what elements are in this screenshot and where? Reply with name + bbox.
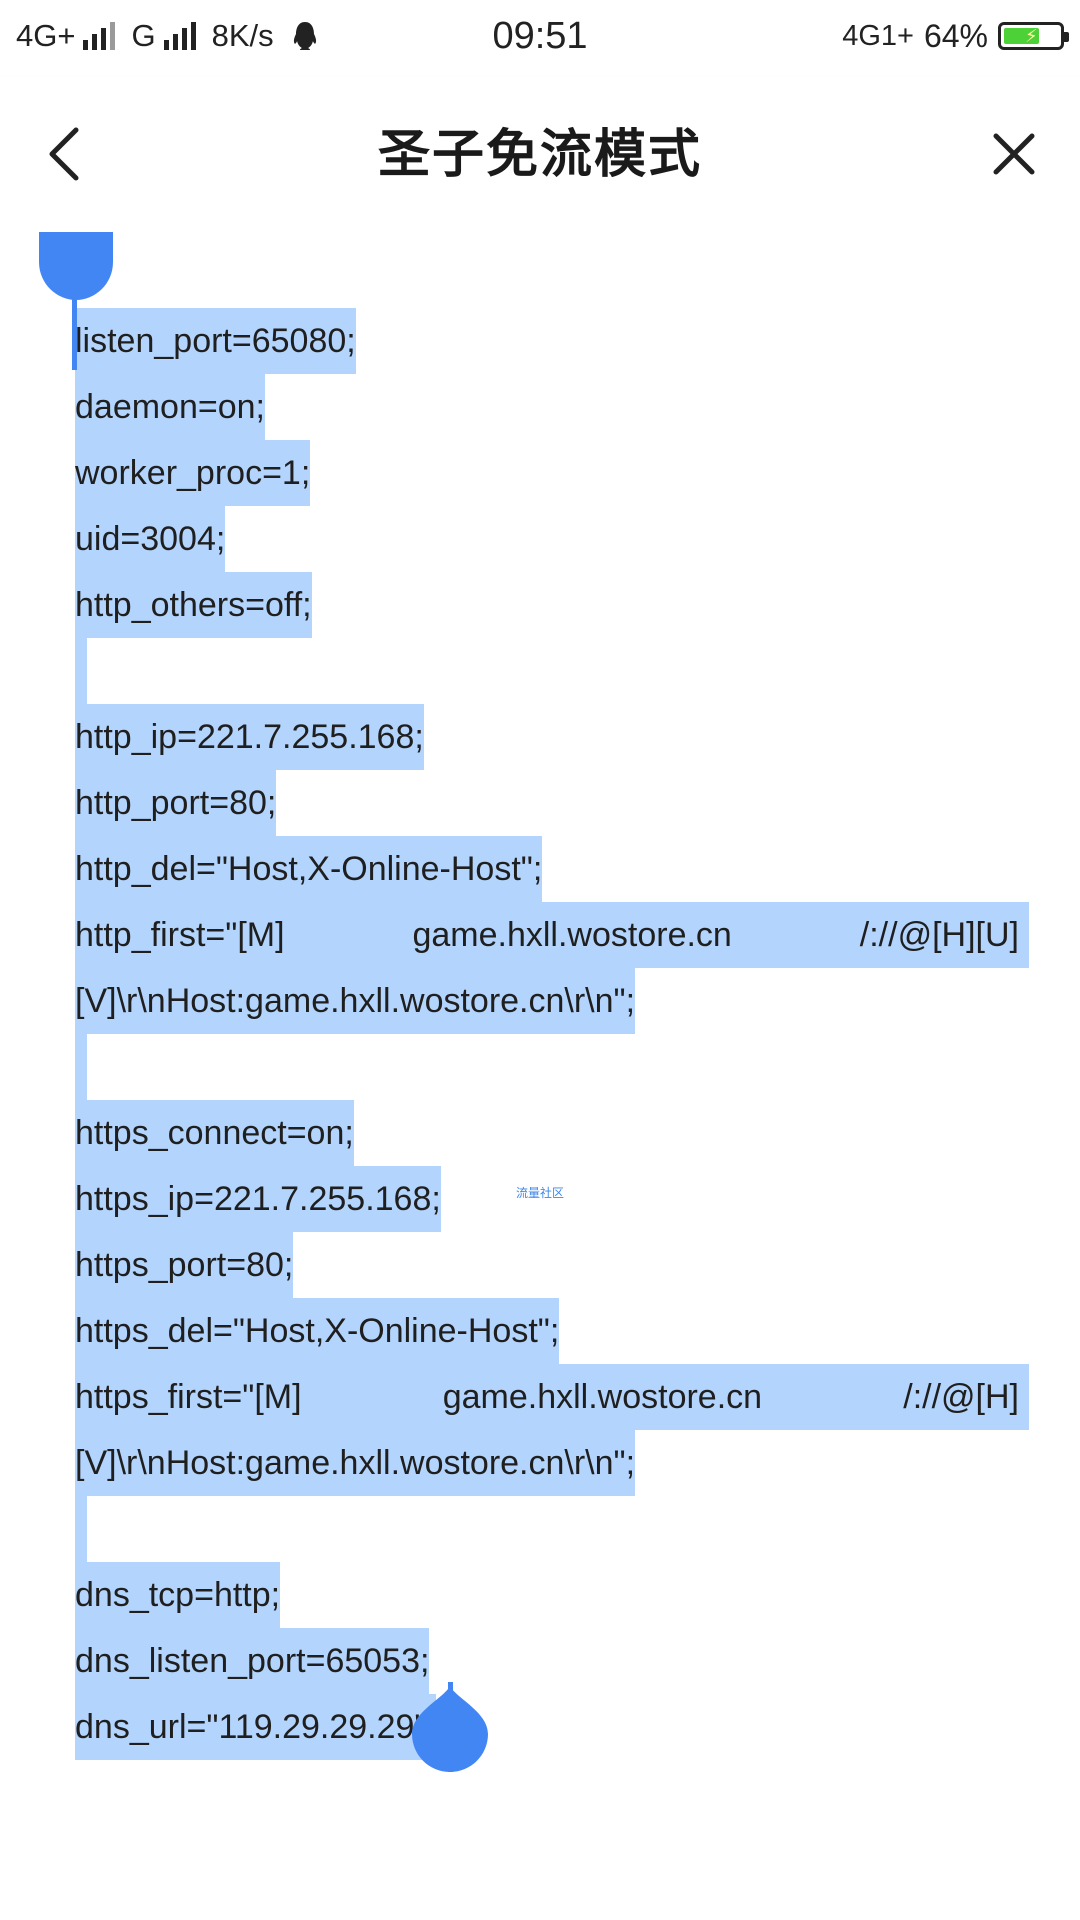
- text-line: uid=3004;: [75, 506, 226, 572]
- text-line: http_first="[M] game.hxll.wostore.cn /://@…: [75, 902, 1029, 968]
- network-4g-plus: 4G+: [16, 18, 119, 54]
- network-label: 4G+: [16, 18, 76, 53]
- close-icon: [993, 133, 1035, 175]
- text-line: http_port=80;: [75, 770, 277, 836]
- close-button[interactable]: [976, 116, 1052, 192]
- text-line: daemon=on;: [75, 374, 265, 440]
- text-segment: /://@[H][U]: [859, 916, 1019, 954]
- text-line: [V]\r\nHost:game.hxll.wostore.cn\r\n";: [75, 968, 636, 1034]
- selection-start-caret: [72, 280, 77, 370]
- text-line: [V]\r\nHost:game.hxll.wostore.cn\r\n";: [75, 1430, 636, 1496]
- text-line: dns_listen_port=65053;: [75, 1628, 430, 1694]
- text-line: https_ip=221.7.255.168;: [75, 1166, 441, 1232]
- status-left: 4G+ G 8K/s: [16, 14, 318, 58]
- text-line: dns_tcp=http;: [75, 1562, 281, 1628]
- text-line: http_others=off;: [75, 572, 312, 638]
- text-line: worker_proc=1;: [75, 440, 311, 506]
- clock: 09:51: [492, 15, 588, 57]
- chevron-left-icon: [49, 127, 79, 181]
- signal-icon: [83, 22, 119, 50]
- selected-text-block[interactable]: listen_port=65080;daemon=on;worker_proc=…: [75, 308, 1029, 1760]
- selection-start-handle[interactable]: [39, 232, 113, 300]
- status-right: 4G1+ 64% ⚡: [842, 14, 1069, 58]
- text-segment: game.hxll.wostore.cn: [412, 916, 732, 954]
- text-line: https_port=80;: [75, 1232, 294, 1298]
- text-line: https_del="Host,X-Online-Host";: [75, 1298, 560, 1364]
- battery-nub: [1064, 32, 1069, 42]
- battery-icon: ⚡: [998, 22, 1069, 50]
- text-content[interactable]: listen_port=65080;daemon=on;worker_proc=…: [0, 234, 1080, 1920]
- charging-bolt-icon: ⚡: [1025, 26, 1038, 46]
- text-segment: /://@[H]: [903, 1378, 1019, 1416]
- battery-fill: [1004, 28, 1039, 44]
- text-line: [75, 1496, 87, 1562]
- signal-icon: [163, 22, 200, 50]
- title-bar: 圣子免流模式: [0, 76, 1080, 234]
- text-segment: game.hxll.wostore.cn: [442, 1378, 763, 1416]
- text-line: https_first="[M] game.hxll.wostore.cn /://…: [75, 1364, 1029, 1430]
- text-line: [75, 1034, 87, 1100]
- back-button[interactable]: [28, 116, 98, 192]
- text-line: dns_url="119.29.29.29";: [75, 1694, 436, 1760]
- network-speed: 8K/s: [211, 18, 274, 53]
- network-g: G: [131, 18, 199, 54]
- qq-penguin-icon: [293, 22, 316, 50]
- selection-end-handle[interactable]: [412, 1686, 488, 1772]
- text-segment: http_first="[M]: [75, 916, 285, 954]
- text-line: http_del="Host,X-Online-Host";: [75, 836, 543, 902]
- text-segment: https_first="[M]: [75, 1378, 302, 1416]
- text-line: http_ip=221.7.255.168;: [75, 704, 424, 770]
- network-label: G: [131, 18, 156, 53]
- text-line: [75, 638, 87, 704]
- page-title: 圣子免流模式: [377, 126, 702, 184]
- watermark: 流量社区: [516, 1186, 565, 1200]
- status-bar: 4G+ G 8K/s 09:51 4G1+ 64% ⚡: [0, 0, 1080, 76]
- network-right-label: 4G1+: [842, 19, 914, 52]
- text-line: listen_port=65080;: [75, 308, 356, 374]
- text-line: https_connect=on;: [75, 1100, 354, 1166]
- battery-percent: 64%: [923, 17, 988, 54]
